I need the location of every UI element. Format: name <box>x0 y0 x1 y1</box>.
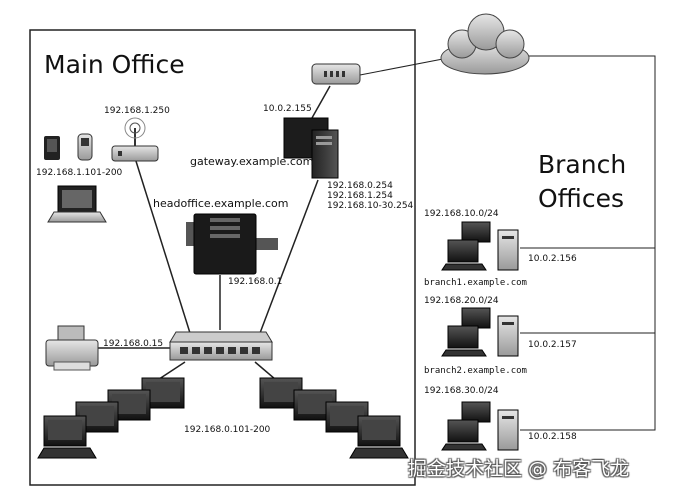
branch1-subnet: 192.168.10.0/24 <box>424 209 499 219</box>
workstations-right <box>259 377 409 459</box>
main-office-title: Main Office <box>44 50 185 79</box>
branch1-wan-ip: 10.0.2.156 <box>528 254 577 264</box>
gateway-ip-2: 192.168.1.254 <box>327 191 393 201</box>
wireless-ip-label: 192.168.1.250 <box>104 106 170 116</box>
branch2-wan-ip: 10.0.2.157 <box>528 340 577 350</box>
head-office-server <box>186 213 278 275</box>
server-host-label: headoffice.example.com <box>153 197 289 210</box>
branch2-host: branch2.example.com <box>424 366 527 376</box>
laptop <box>47 185 107 223</box>
branch2-cluster <box>441 307 519 357</box>
branch3-wan-ip: 10.0.2.158 <box>528 432 577 442</box>
modem-ip-label: 10.0.2.155 <box>263 104 312 114</box>
branch1-host: branch1.example.com <box>424 278 527 288</box>
printer-ip-label: 192.168.0.15 <box>103 339 164 349</box>
wan-links <box>359 55 656 431</box>
branch-title-line2: Offices <box>538 184 624 213</box>
main-office-border <box>29 29 416 486</box>
gateway-server <box>283 117 339 179</box>
watermark: 掘金技术社区 @ 布客飞龙 <box>408 458 630 480</box>
gateway-host-label: gateway.example.com <box>190 155 314 168</box>
branch-title-line1: Branch <box>538 150 627 179</box>
mobile-devices <box>44 133 93 161</box>
workstations-ip-label: 192.168.0.101-200 <box>184 425 271 435</box>
workstations-left <box>37 377 185 459</box>
branch-offices-title: Branch Offices <box>538 148 626 216</box>
branch3-cluster <box>441 401 519 451</box>
branch3-subnet: 192.168.30.0/24 <box>424 386 499 396</box>
branch2-subnet: 192.168.20.0/24 <box>424 296 499 306</box>
modem-device <box>311 63 361 85</box>
server-ip-label: 192.168.0.1 <box>228 277 283 287</box>
devices-ip-label: 192.168.1.101-200 <box>36 168 123 178</box>
wireless-access-point <box>111 117 159 162</box>
branch1-cluster <box>441 221 519 271</box>
gateway-ip-1: 192.168.0.254 <box>327 181 393 191</box>
internet-cloud <box>440 13 530 75</box>
printer <box>45 325 99 371</box>
network-switch <box>169 331 273 361</box>
gateway-ip-3: 192.168.10-30.254 <box>327 201 414 211</box>
